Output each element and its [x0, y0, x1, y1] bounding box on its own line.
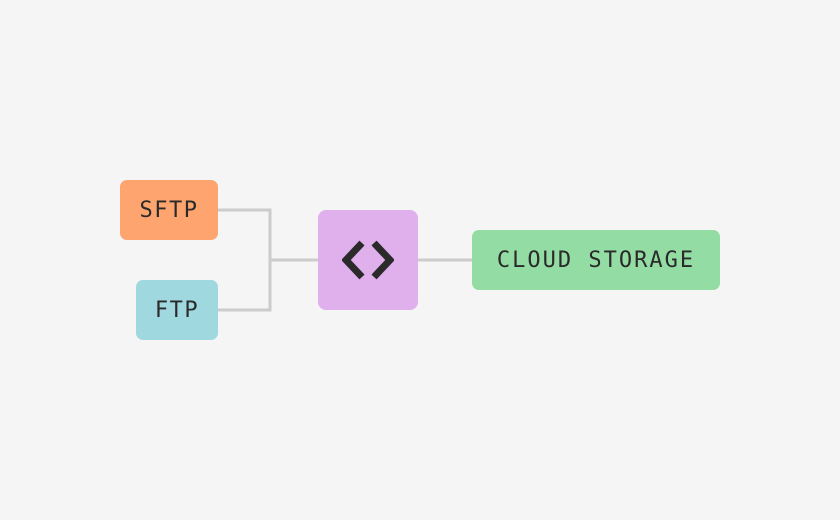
ftp-label: FTP	[154, 297, 200, 323]
sftp-node: SFTP	[120, 180, 218, 240]
sftp-connector	[218, 208, 272, 260]
hub-node	[318, 210, 418, 310]
cloud-storage-node: CLOUD STORAGE	[472, 230, 720, 290]
ftp-node: FTP	[136, 280, 218, 340]
cloud-storage-label: CLOUD STORAGE	[496, 247, 696, 273]
chevrons-diamond-icon	[342, 240, 394, 280]
ftp-connector	[218, 260, 272, 312]
sftp-label: SFTP	[139, 197, 199, 223]
